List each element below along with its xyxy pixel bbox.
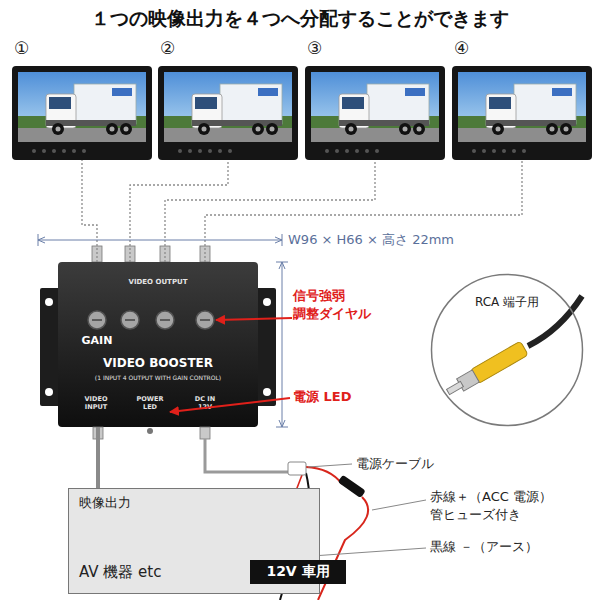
dimension-label: W96 × H66 × 高さ 22mm: [288, 231, 454, 249]
monitor-image: [12, 66, 152, 160]
callout-arrows: [170, 318, 292, 412]
callout-label: 電源 LED: [293, 388, 351, 406]
video-booster-device: VIDEO OUTPUT GAIN VIDEO BOOSTER (1 INPUT 4 …: [58, 262, 258, 427]
callout-number: ④: [454, 38, 484, 58]
diagram-title: １つの映像出力を４つへ分配することができます: [0, 6, 600, 32]
device-subtitle: (1 INPUT 4 OUTPUT WITH GAIN CONTROL): [58, 374, 258, 381]
box-heading: 映像出力: [79, 495, 131, 511]
monitor-image: [452, 66, 592, 160]
booster-body: [58, 262, 258, 427]
monitor-screen: ②: [158, 66, 298, 160]
port-label: VIDEO INPUT: [78, 396, 114, 412]
callout-number: ②: [160, 38, 190, 58]
monitor-image: [305, 66, 445, 160]
callout-label: 信号強弱 調整ダイヤル: [293, 287, 393, 322]
voltage-label: 12V 車用: [250, 563, 346, 580]
panel-label: GAIN: [72, 334, 122, 347]
monitor-screen: ①: [12, 66, 152, 160]
port-label: DC IN 12V: [187, 396, 223, 412]
wire-label: 黒線 －（アース）: [430, 538, 538, 556]
connector-line: [205, 160, 522, 262]
rca-detail-circle: RCA 端子用: [430, 273, 584, 427]
dimension-lines: [38, 234, 288, 427]
video-cable: [96, 427, 100, 488]
bottom-jacks: [93, 427, 210, 439]
detail-caption: RCA 端子用: [430, 295, 584, 309]
device-name: VIDEO BOOSTER: [58, 356, 258, 370]
wire-label: 赤線＋（ACC 電源） 管ヒューズ付き: [430, 488, 595, 523]
monitor-image: [158, 66, 298, 160]
monitor-illustrations: [12, 66, 592, 160]
callout-number: ③: [307, 38, 337, 58]
box-body: AV 機器 etc: [79, 563, 161, 581]
connector-line: [130, 160, 228, 262]
rca-output-jacks: [92, 246, 210, 262]
monitor-screen: ④: [452, 66, 592, 160]
gain-knobs: [88, 311, 214, 329]
connector-line: [82, 160, 97, 262]
callout-number: ①: [14, 38, 44, 58]
monitor-screen: ③: [305, 66, 445, 160]
vehicle-voltage-tag: 12V 車用: [250, 560, 346, 584]
panel-label: VIDEO OUTPUT: [83, 278, 233, 286]
cable-label: 電源ケーブル: [356, 455, 434, 473]
port-label: POWER LED: [132, 396, 168, 412]
rca-plug-illustration: [444, 296, 582, 399]
